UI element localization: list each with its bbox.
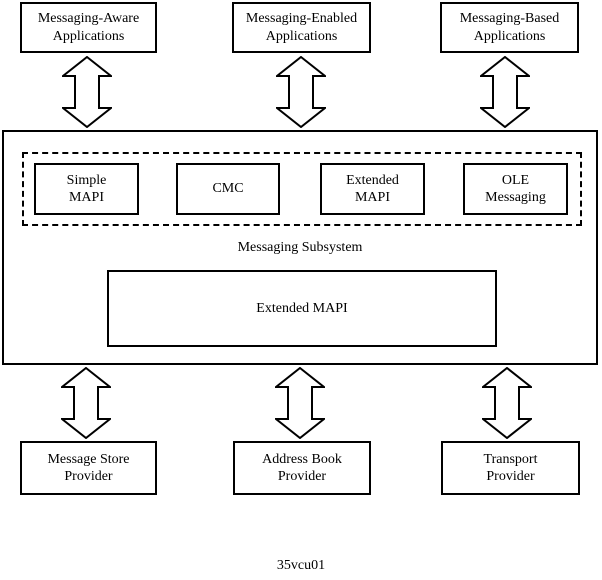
simple-mapi-label: Simple MAPI <box>66 172 107 205</box>
double-arrow-icon <box>276 56 326 128</box>
address-book-provider-label: Address Book Provider <box>262 451 342 484</box>
figure-caption: 35vcu01 <box>276 558 326 573</box>
messaging-subsystem-label: Messaging Subsystem <box>237 240 363 255</box>
cmc-label: CMC <box>212 181 244 197</box>
message-store-provider-box: Message Store Provider <box>20 441 157 495</box>
transport-provider-label: Transport Provider <box>483 451 538 484</box>
api-dashed-region <box>22 152 582 226</box>
extended-mapi-core-box: Extended MAPI <box>107 270 497 347</box>
messaging-aware-applications-label: Messaging-Aware Applications <box>37 11 140 44</box>
extended-mapi-core-label: Extended MAPI <box>256 300 348 316</box>
address-book-provider-box: Address Book Provider <box>233 441 371 495</box>
double-arrow-icon <box>480 56 530 128</box>
simple-mapi-box: Simple MAPI <box>34 163 139 215</box>
ole-messaging-box: OLE Messaging <box>463 163 568 215</box>
double-arrow-icon <box>61 367 111 439</box>
messaging-aware-applications-box: Messaging-Aware Applications <box>20 2 157 53</box>
double-arrow-icon <box>482 367 532 439</box>
ole-messaging-label: OLE Messaging <box>485 172 546 205</box>
double-arrow-icon <box>275 367 325 439</box>
extended-mapi-api-box: Extended MAPI <box>320 163 425 215</box>
message-store-provider-label: Message Store Provider <box>47 451 130 484</box>
messaging-based-applications-label: Messaging-Based Applications <box>459 11 560 44</box>
transport-provider-box: Transport Provider <box>441 441 580 495</box>
double-arrow-icon <box>62 56 112 128</box>
extended-mapi-api-label: Extended MAPI <box>346 172 399 205</box>
messaging-enabled-applications-label: Messaging-Enabled Applications <box>245 11 358 44</box>
cmc-box: CMC <box>176 163 280 215</box>
messaging-enabled-applications-box: Messaging-Enabled Applications <box>232 2 371 53</box>
messaging-based-applications-box: Messaging-Based Applications <box>440 2 579 53</box>
